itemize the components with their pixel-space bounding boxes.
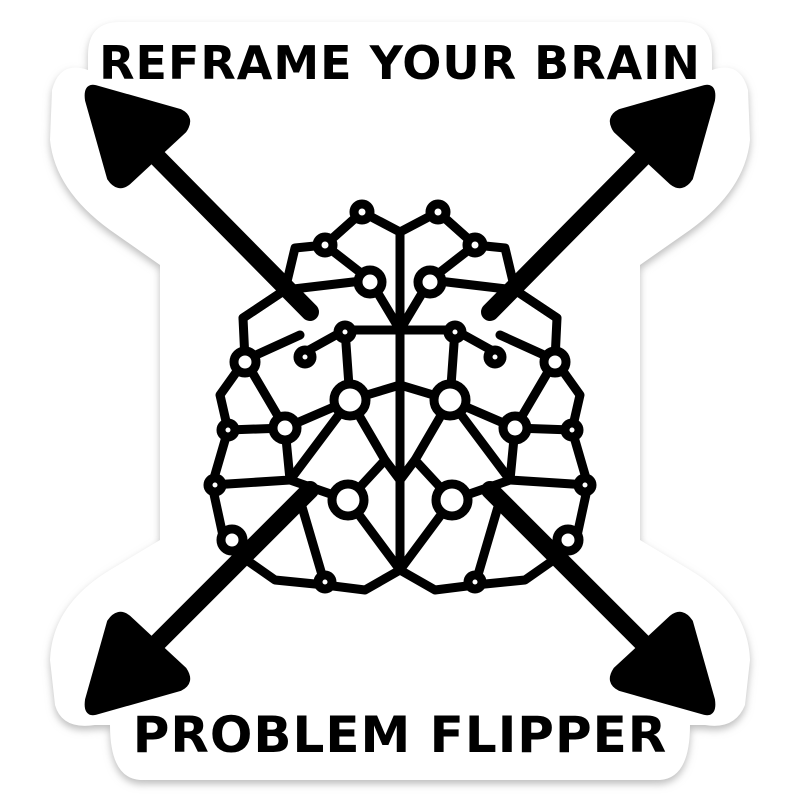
bottom-title: PROBLEM FLIPPER bbox=[132, 706, 668, 764]
brain-circuit-icon bbox=[203, 199, 597, 595]
arrow-southwest-icon bbox=[84, 481, 319, 716]
arrow-northwest-icon bbox=[84, 84, 319, 321]
top-title: REFRAME YOUR BRAIN bbox=[99, 36, 701, 90]
arrows bbox=[84, 84, 716, 716]
arrow-northeast-icon bbox=[481, 84, 716, 321]
arrow-southeast-icon bbox=[481, 481, 716, 716]
